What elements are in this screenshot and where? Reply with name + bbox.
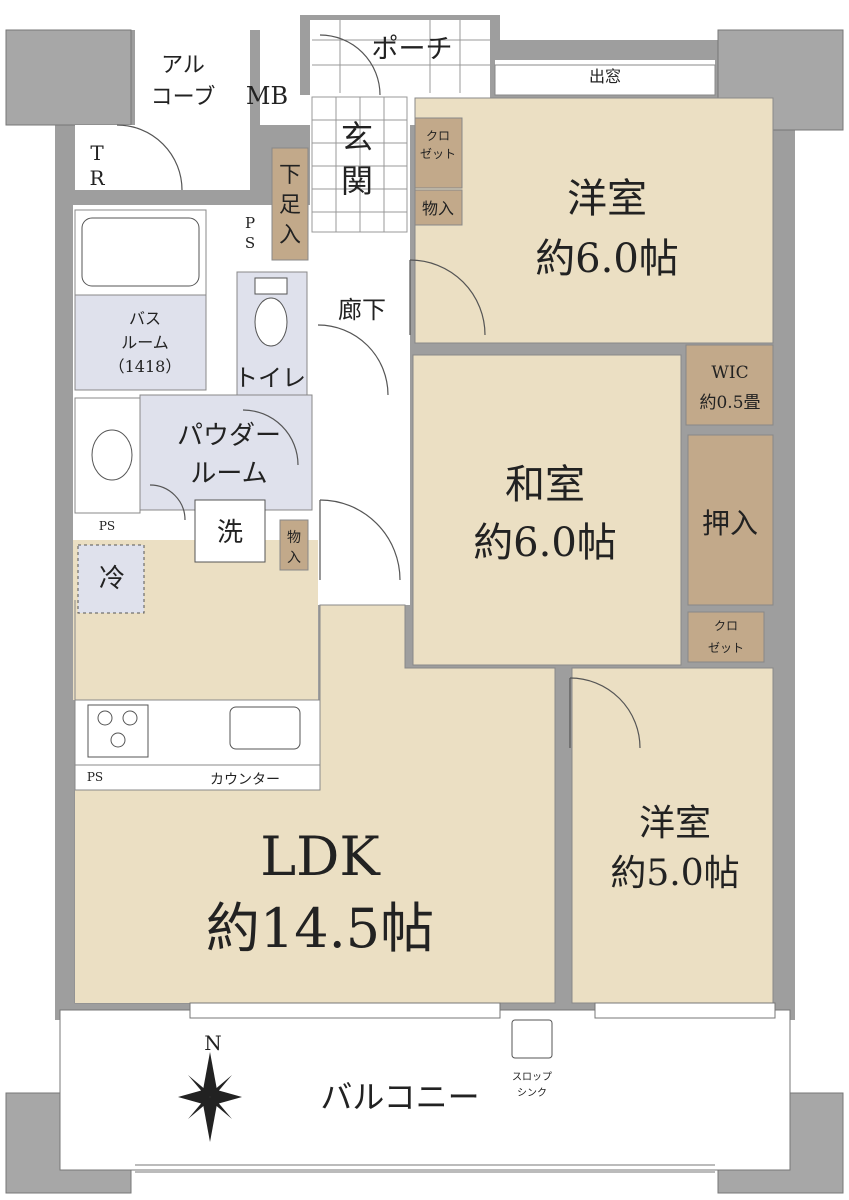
powder-room <box>139 394 313 511</box>
slop-sink <box>511 1019 553 1059</box>
bay-window <box>494 64 716 96</box>
balcony-label: バルコニー <box>320 1078 479 1116</box>
storage-top <box>414 189 463 226</box>
western2-size: 約5.0帖 <box>610 853 739 894</box>
bath-label-3: （1418） <box>109 357 182 376</box>
shoe-storage-label-3: 入 <box>279 223 301 248</box>
alcove-label-2: コーブ <box>151 85 216 110</box>
bath-room <box>74 294 207 391</box>
toilet-label: トイレ <box>234 364 306 392</box>
powder-label-1: パウダー <box>177 421 281 451</box>
wic-label-1: WIC <box>711 363 748 383</box>
balcony <box>59 1002 791 1173</box>
room-window <box>594 1002 776 1019</box>
storage-mid-label-1: 物 <box>287 530 301 546</box>
ldk-window <box>189 1002 501 1019</box>
porch-label: ポーチ <box>372 34 453 65</box>
labels: アル コーブ MB T R ポーチ 出窓 玄 関 下 足 入 P S クロ ゼッ… <box>87 34 761 1116</box>
wic-label-2: 約0.5畳 <box>699 393 760 413</box>
column-top-left <box>5 29 132 126</box>
mb-label: MB <box>246 82 288 110</box>
ldk-size: 約14.5帖 <box>206 897 434 960</box>
counter-bar <box>74 764 321 791</box>
washer <box>194 499 266 563</box>
bay-window-label: 出窓 <box>589 67 621 86</box>
closet-mid <box>687 611 765 663</box>
tr-label-2: R <box>89 166 105 190</box>
slop-sink-label-1: スロップ <box>512 1071 552 1083</box>
counter-label: カウンター <box>210 772 280 788</box>
shoe-storage <box>271 147 309 261</box>
closet-mid-label-2: ゼット <box>708 641 744 655</box>
fridge-area <box>77 544 145 614</box>
hallway <box>318 260 408 500</box>
sink <box>229 706 301 750</box>
compass-label: N <box>204 1031 222 1055</box>
closet-top <box>414 117 463 189</box>
wic <box>685 344 774 426</box>
porch-tiles <box>312 20 490 93</box>
tr-label-1: T <box>90 141 104 165</box>
washitsu <box>412 354 682 666</box>
genkan-label-1: 玄 <box>341 118 373 156</box>
fridge-label: 冷 <box>99 564 125 594</box>
alcove-label-1: アル <box>161 53 205 78</box>
ldk-name: LDK <box>260 825 381 888</box>
washer-label: 洗 <box>217 518 243 548</box>
western2-name: 洋室 <box>639 803 711 844</box>
storage-mid <box>279 519 309 571</box>
powder-label-2: ルーム <box>190 459 267 489</box>
bath-label-2: ルーム <box>121 333 169 352</box>
washitsu-name: 和室 <box>505 462 585 508</box>
closet-top-label-2: ゼット <box>420 147 456 161</box>
western1-name: 洋室 <box>567 176 647 222</box>
genkan-tiles <box>311 96 408 233</box>
doors <box>116 34 641 749</box>
rooms <box>74 20 774 1004</box>
western1-size: 約6.0帖 <box>535 236 679 282</box>
shoe-storage-label-2: 足 <box>279 193 301 218</box>
oshiire-label: 押入 <box>702 507 758 540</box>
storage-top-label: 物入 <box>422 199 454 218</box>
basin <box>91 429 133 481</box>
stove <box>87 704 149 758</box>
oshiire <box>687 434 774 606</box>
storage-mid-label-2: 入 <box>287 550 301 566</box>
toilet-bowl <box>254 297 288 347</box>
ps-mid-label: PS <box>99 519 115 533</box>
closet-top-label-1: クロ <box>426 129 450 143</box>
genkan-label-2: 関 <box>341 162 373 200</box>
western-room-2 <box>571 667 774 1004</box>
bathtub <box>81 217 200 287</box>
compass-icon <box>178 1052 242 1142</box>
washitsu-size: 約6.0帖 <box>473 520 617 566</box>
hallway-label: 廊下 <box>338 296 386 324</box>
western-room-1 <box>414 97 774 344</box>
ps-top-label-2: S <box>245 234 255 252</box>
slop-sink-label-2: シンク <box>517 1087 547 1099</box>
ps-kitchen-label: PS <box>87 770 103 784</box>
bath-label-1: バス <box>129 309 161 328</box>
shoe-storage-label-1: 下 <box>279 163 301 188</box>
closet-mid-label-1: クロ <box>714 619 738 633</box>
ps-top-label-1: P <box>245 214 255 232</box>
